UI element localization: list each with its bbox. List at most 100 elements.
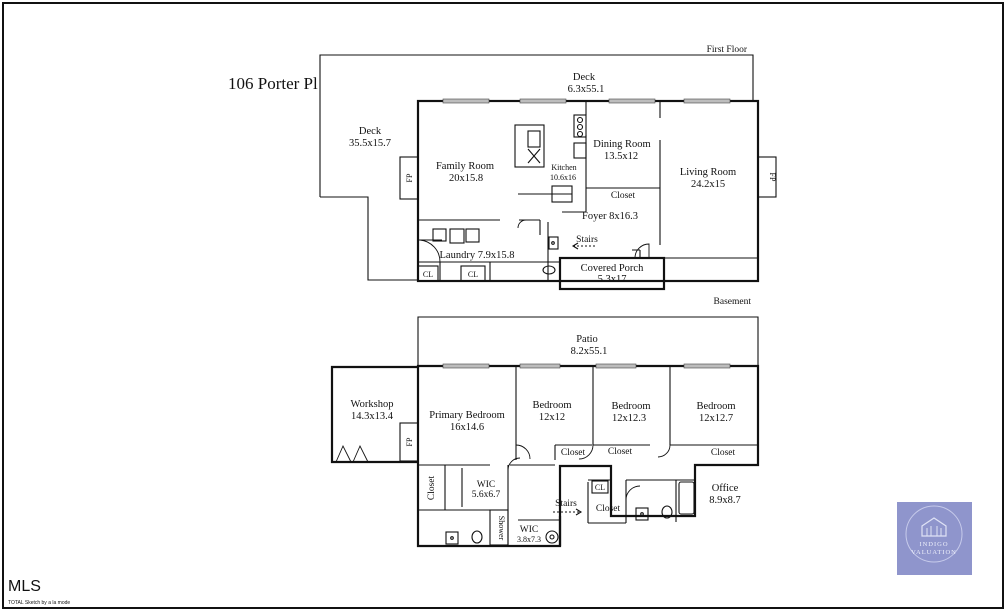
fireplace-left-label: FP	[405, 173, 414, 182]
burner	[576, 130, 584, 138]
window	[683, 363, 731, 369]
sink-drain	[450, 536, 454, 540]
door-swing	[517, 219, 527, 229]
kitchen-counter-sink	[551, 185, 573, 203]
refrigerator	[573, 142, 587, 159]
room-closet-1: Closet	[561, 448, 586, 458]
room-basement-cl: CL	[595, 483, 605, 492]
room-closet: Closet	[611, 191, 636, 201]
svg-text:Bedroom: Bedroom	[611, 401, 650, 412]
room-living-room: Living Room 24.2x15	[680, 167, 736, 190]
closet-box	[460, 265, 486, 282]
svg-text:Bedroom: Bedroom	[696, 401, 735, 412]
address-title: 106 Porter Pl	[228, 74, 318, 93]
room-dining-room: Dining Room 13.5x12	[593, 139, 650, 162]
kitchen-sink	[527, 130, 541, 148]
svg-text:16x14.6: 16x14.6	[450, 422, 484, 433]
door-swing	[419, 239, 441, 263]
room-closet-2: Closet	[608, 447, 633, 457]
patio-outline	[417, 316, 759, 366]
bathtub	[678, 481, 695, 515]
svg-text:Covered Porch: Covered Porch	[581, 263, 644, 274]
room-workshop: Workshop 14.3x13.4	[351, 399, 394, 422]
fireplace-right-label: FP	[768, 173, 777, 182]
svg-text:Office: Office	[712, 483, 739, 494]
burner	[576, 123, 584, 131]
room-primary-bedroom: Primary Bedroom 16x14.6	[429, 410, 505, 433]
svg-text:3.8x7.3: 3.8x7.3	[517, 535, 541, 544]
dishwasher-mark	[527, 148, 541, 164]
svg-text:Family Room: Family Room	[436, 161, 494, 172]
svg-text:Deck: Deck	[573, 72, 596, 83]
fireplace-left	[399, 156, 419, 200]
laundry-sink	[465, 228, 480, 243]
room-covered-porch: Covered Porch 5.3x17	[581, 263, 644, 285]
room-foyer: Foyer 8x16.3	[582, 211, 638, 222]
door-swing	[578, 444, 594, 460]
sink-drain	[551, 241, 555, 245]
room-deck-left: Deck 35.5x15.7	[349, 126, 391, 149]
window	[442, 98, 490, 104]
closet-box	[417, 265, 439, 282]
svg-text:Deck: Deck	[359, 126, 382, 137]
room-closet-4: Closet	[596, 504, 621, 514]
logo-line-2: VALUATION	[911, 549, 957, 556]
room-family-room: Family Room 20x15.8	[436, 161, 494, 184]
door-swing	[515, 444, 531, 460]
first-floor-label: First Floor	[707, 45, 748, 55]
water-heater-core	[549, 534, 555, 540]
dryer	[449, 228, 465, 244]
shower-stall	[489, 509, 509, 546]
window	[442, 363, 490, 369]
door-swing	[657, 444, 671, 458]
sink	[635, 507, 649, 521]
room-bedroom-2: Bedroom 12x12.3	[611, 401, 650, 424]
interior-walls	[418, 101, 758, 281]
workshop-door	[335, 444, 369, 463]
svg-text:Dining Room: Dining Room	[593, 139, 650, 150]
svg-text:WIC: WIC	[477, 480, 495, 490]
window	[595, 363, 637, 369]
svg-text:12x12.7: 12x12.7	[699, 413, 733, 424]
room-wic-2: WIC 3.8x7.3	[517, 525, 541, 544]
room-bedroom-1: Bedroom 12x12	[532, 400, 571, 423]
svg-text:Workshop: Workshop	[351, 399, 394, 410]
indigo-valuation-logo: INDIGO VALUATION	[897, 502, 972, 575]
svg-text:WIC: WIC	[520, 525, 538, 535]
basement-fireplace-label: FP	[405, 437, 414, 446]
basement-stairs-arrowhead	[575, 508, 583, 516]
room-shower: Shower	[497, 516, 506, 541]
deck-outline	[319, 54, 754, 197]
room-kitchen: Kitchen 10.6x16	[550, 163, 577, 182]
closet-cl-2: CL	[468, 270, 478, 279]
mls-mark: MLS	[8, 578, 41, 595]
deck-left-lower	[320, 196, 418, 281]
svg-text:10.6x16: 10.6x16	[550, 173, 576, 182]
room-wic-1: WIC 5.6x6.7	[472, 480, 501, 500]
basement-exterior-wall	[416, 364, 760, 548]
room-laundry: Laundry 7.9x15.8	[440, 250, 515, 261]
svg-text:12x12: 12x12	[539, 412, 565, 423]
svg-text:12x12.3: 12x12.3	[612, 413, 646, 424]
room-office: Office 8.9x8.7	[709, 483, 741, 506]
closet-cl-1: CL	[423, 270, 433, 279]
svg-text:Kitchen: Kitchen	[551, 163, 576, 172]
building-icon	[921, 517, 947, 537]
svg-text:5.6x6.7: 5.6x6.7	[472, 490, 501, 500]
room-deck-top: Deck 6.3x55.1	[568, 72, 605, 95]
window	[519, 363, 561, 369]
sink-drain	[640, 512, 644, 516]
room-bedroom-3: Bedroom 12x12.7	[696, 401, 735, 424]
svg-text:35.5x15.7: 35.5x15.7	[349, 138, 391, 149]
svg-text:8.9x8.7: 8.9x8.7	[709, 495, 741, 506]
toilet	[471, 530, 483, 544]
powder-room-sink	[548, 236, 559, 250]
window	[683, 98, 731, 104]
door-swing	[634, 243, 650, 259]
svg-text:8.2x55.1: 8.2x55.1	[571, 346, 608, 357]
sink	[445, 531, 459, 545]
door-swing	[507, 457, 521, 471]
water-heater	[545, 530, 559, 544]
washer	[432, 228, 447, 242]
